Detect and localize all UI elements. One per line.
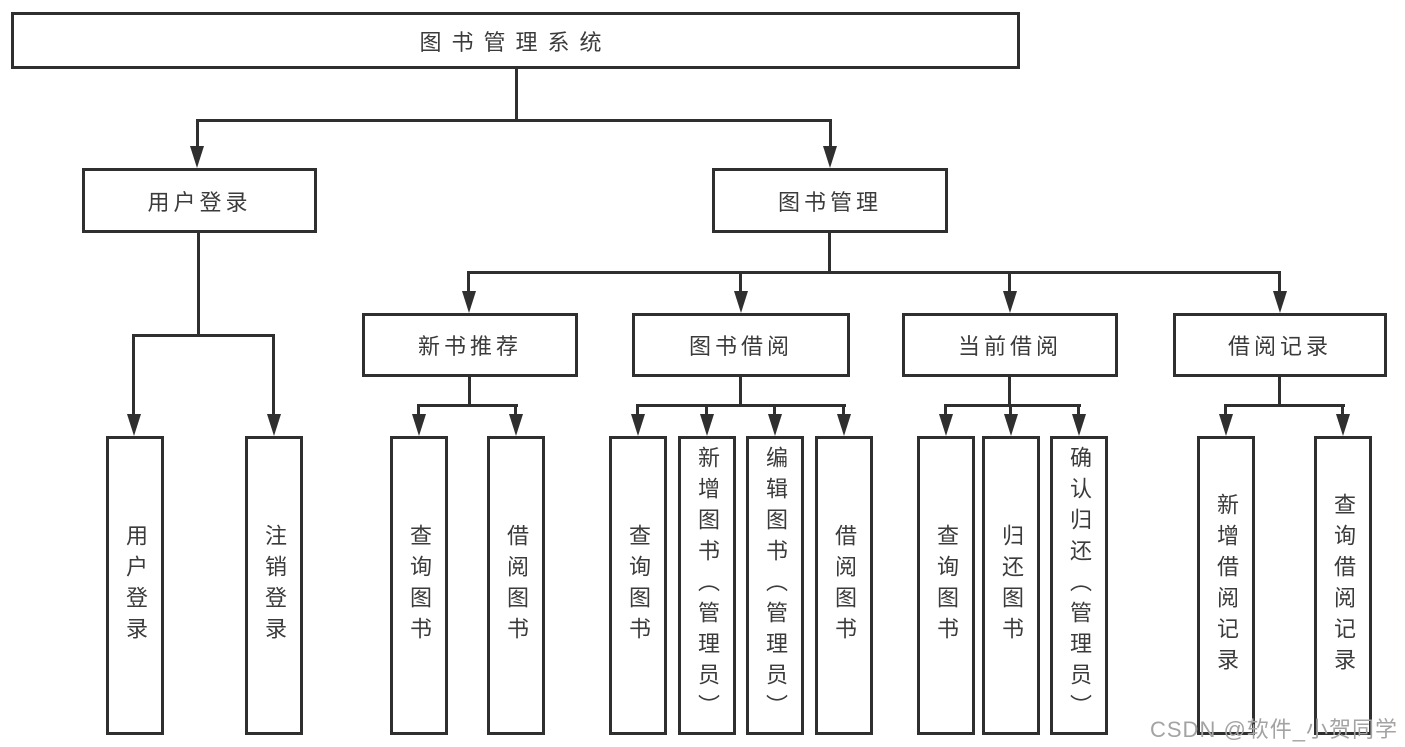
node-book-borrowing: 图书借阅 xyxy=(632,313,850,377)
csdn-watermark: CSDN @软件_小贺同学 xyxy=(1150,717,1399,742)
connector-bb-trunk xyxy=(739,377,742,407)
arrowhead-br-query xyxy=(1336,414,1350,436)
node-current-borrowing: 当前借阅 xyxy=(902,313,1118,377)
connector-drop-new-book xyxy=(467,272,470,293)
connector-drop-leaf-user-login xyxy=(132,336,135,415)
node-label: 图书借阅 xyxy=(688,334,793,359)
node-label: 借阅图书 xyxy=(832,523,857,648)
connector-br-split xyxy=(1224,404,1345,407)
connector-drop-book-mgmt xyxy=(829,120,832,148)
arrowhead-bb-add xyxy=(700,414,714,436)
connector-br-trunk xyxy=(1278,377,1281,407)
connector-drop-br-add xyxy=(1224,406,1227,416)
connector-drop-bb-add xyxy=(705,406,708,416)
arrowhead-new-book xyxy=(462,291,476,313)
node-user-login: 用户登录 xyxy=(82,168,317,233)
node-label: 编辑图书（管理员） xyxy=(763,446,788,725)
leaf-cb-confirm-return-admin: 确认归还（管理员） xyxy=(1050,436,1108,735)
node-label: 新增图书（管理员） xyxy=(695,446,720,725)
connector-cb-split xyxy=(944,404,1081,407)
connector-drop-borrow-record xyxy=(1278,272,1281,293)
leaf-user-login: 用户登录 xyxy=(106,436,164,735)
arrowhead-bb-edit xyxy=(768,414,782,436)
node-label: 图书管理 xyxy=(777,189,882,215)
node-label: 查询借阅记录 xyxy=(1331,492,1356,679)
arrowhead-cb-query xyxy=(939,414,953,436)
arrowhead-rec-borrow xyxy=(509,414,523,436)
arrowhead-br-add xyxy=(1219,414,1233,436)
arrowhead-book-borrow xyxy=(734,291,748,313)
arrowhead-bb-borrow xyxy=(837,414,851,436)
connector-drop-bb-query xyxy=(636,406,639,416)
node-label: 借阅图书 xyxy=(504,523,529,648)
connector-user-login-trunk xyxy=(197,233,200,336)
connector-rec-split xyxy=(417,404,518,407)
connector-drop-cb-return xyxy=(1009,406,1012,416)
connector-drop-rec-query xyxy=(417,406,420,416)
connector-drop-rec-borrow xyxy=(514,406,517,416)
leaf-cb-return-books: 归还图书 xyxy=(982,436,1040,735)
leaf-bb-borrow-books: 借阅图书 xyxy=(815,436,873,735)
node-book-management: 图书管理 xyxy=(712,168,948,233)
leaf-rec-borrow-books: 借阅图书 xyxy=(487,436,545,735)
node-label: 新书推荐 xyxy=(417,334,522,359)
connector-rec-trunk xyxy=(468,377,471,407)
leaf-logout: 注销登录 xyxy=(245,436,303,735)
leaf-bb-add-books-admin: 新增图书（管理员） xyxy=(678,436,736,735)
connector-drop-book-borrow xyxy=(739,272,742,293)
arrowhead-borrow-record xyxy=(1273,291,1287,313)
connector-root-split xyxy=(196,119,832,122)
node-label: 查询图书 xyxy=(407,523,432,648)
arrowhead-rec-query xyxy=(412,414,426,436)
arrowhead-book-mgmt xyxy=(823,146,837,168)
arrowhead-bb-query xyxy=(631,414,645,436)
connector-drop-current-borrow xyxy=(1008,272,1011,293)
arrowhead-cb-return xyxy=(1004,414,1018,436)
node-label: 借阅记录 xyxy=(1227,334,1332,359)
node-label: 用户登录 xyxy=(147,189,252,215)
arrowhead-leaf-logout xyxy=(267,414,281,436)
node-label: 归还图书 xyxy=(999,523,1024,648)
connector-book-mgmt-trunk xyxy=(828,233,831,273)
leaf-br-add-record: 新增借阅记录 xyxy=(1197,436,1255,735)
connector-user-login-split xyxy=(132,334,275,337)
arrowhead-cb-confirm xyxy=(1072,414,1086,436)
node-label: 用户登录 xyxy=(123,523,148,648)
connector-cb-trunk xyxy=(1008,377,1011,407)
connector-drop-bb-borrow xyxy=(842,406,845,416)
connector-drop-cb-confirm xyxy=(1077,406,1080,416)
leaf-bb-edit-books-admin: 编辑图书（管理员） xyxy=(746,436,804,735)
connector-root-trunk xyxy=(515,69,518,121)
node-label: 查询图书 xyxy=(934,523,959,648)
leaf-br-query-record: 查询借阅记录 xyxy=(1314,436,1372,735)
node-new-book-recommend: 新书推荐 xyxy=(362,313,578,377)
leaf-bb-query-books: 查询图书 xyxy=(609,436,667,735)
connector-drop-bb-edit xyxy=(773,406,776,416)
connector-book-mgmt-split xyxy=(467,271,1281,274)
leaf-cb-query-books: 查询图书 xyxy=(917,436,975,735)
node-label: 查询图书 xyxy=(626,523,651,648)
connector-drop-user-login xyxy=(196,120,199,148)
connector-bb-split xyxy=(636,404,846,407)
leaf-rec-query-books: 查询图书 xyxy=(390,436,448,735)
node-borrowing-records: 借阅记录 xyxy=(1173,313,1387,377)
node-label: 图书管理系统 xyxy=(419,29,612,55)
connector-drop-cb-query xyxy=(944,406,947,416)
node-library-management-system: 图书管理系统 xyxy=(11,12,1020,69)
node-label: 当前借阅 xyxy=(957,334,1062,359)
arrowhead-leaf-user-login xyxy=(127,414,141,436)
node-label: 确认归还（管理员） xyxy=(1067,446,1092,725)
arrowhead-current-borrow xyxy=(1003,291,1017,313)
connector-drop-br-query xyxy=(1341,406,1344,416)
connector-drop-leaf-logout xyxy=(272,336,275,415)
node-label: 注销登录 xyxy=(262,523,287,648)
node-label: 新增借阅记录 xyxy=(1214,492,1239,679)
arrowhead-user-login xyxy=(190,146,204,168)
